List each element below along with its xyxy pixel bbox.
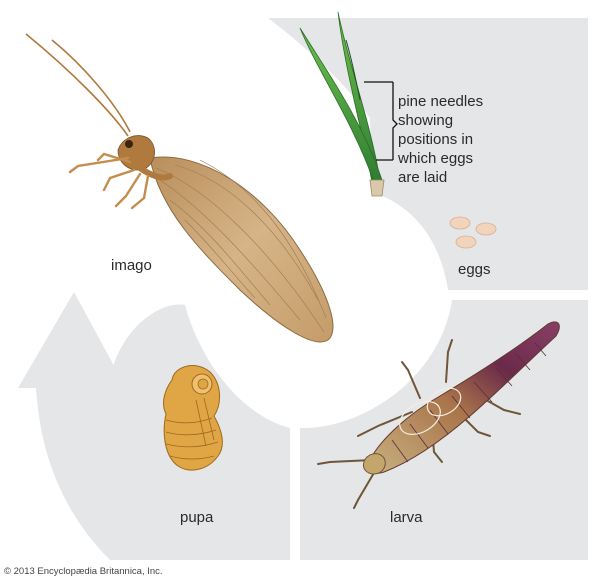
annotation-line: which eggs — [398, 149, 518, 168]
annotation-line: showing — [398, 111, 518, 130]
label-pupa: pupa — [180, 510, 213, 525]
label-larva: larva — [390, 510, 423, 525]
label-imago: imago — [111, 258, 152, 273]
annotation-line: positions in — [398, 130, 518, 149]
copyright-credit: © 2013 Encyclopædia Britannica, Inc. — [4, 566, 163, 577]
annotation-pine-needles: pine needles showing positions in which … — [398, 92, 518, 187]
annotation-line: are laid — [398, 168, 518, 187]
cycle-segment-pupa — [18, 292, 290, 560]
label-eggs: eggs — [458, 262, 491, 277]
pupa-illustration — [164, 366, 223, 471]
annotation-line: pine needles — [398, 92, 518, 111]
